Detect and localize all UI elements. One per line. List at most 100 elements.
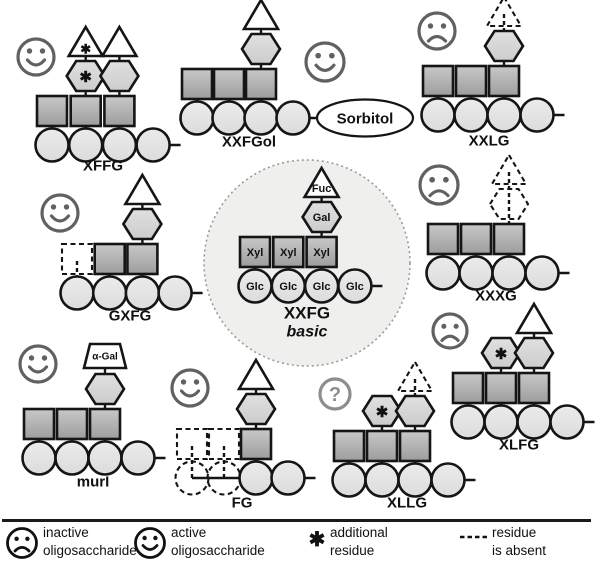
structure-muri: α-Gal murI: [18, 342, 166, 491]
text-label: Glc: [313, 281, 331, 293]
xylose-square: [365, 429, 399, 463]
glucose-circle: [179, 100, 215, 136]
galactose-hexagon: [301, 200, 343, 234]
happy-face-icon: [16, 37, 56, 77]
text-label: ?: [329, 384, 341, 406]
xylose-square: [88, 407, 122, 441]
text-label: Glc: [346, 281, 364, 293]
glucose-circle: [453, 97, 489, 133]
xylose-square: [451, 371, 485, 405]
text-label: Gal: [313, 212, 331, 224]
galactose-hexagon: [488, 187, 530, 221]
text-label: XXFGol: [222, 134, 276, 151]
legend-divider: [2, 519, 591, 522]
text-label: Glc: [279, 281, 297, 293]
xylose-square: [239, 427, 273, 461]
structure-xxxg: XXXG: [418, 152, 570, 305]
xylose-square: [238, 235, 272, 269]
glucose-circle: [120, 440, 156, 476]
xylose-square: [459, 222, 493, 256]
galactose-hexagon: [513, 336, 555, 370]
xylose-square: [454, 64, 488, 98]
text-label: Glc: [246, 281, 264, 293]
glucose-circle: [135, 127, 171, 163]
legend-item-additional: ✱ additional residue: [306, 524, 388, 562]
legend-text: residue: [330, 542, 375, 558]
sad-face-icon: [417, 11, 457, 51]
legend: inactive oligosaccharide active oligosac…: [0, 518, 605, 564]
glucose-circle: [157, 275, 193, 311]
text-label: Xyl: [247, 247, 264, 259]
xylose-square: [426, 222, 460, 256]
asterisk-icon: ✱: [309, 529, 326, 551]
structure-gxfg: GXFG: [40, 172, 203, 325]
legend-text: oligosaccharide: [43, 542, 137, 558]
sad-face-icon: [418, 164, 460, 206]
xylose-square: [69, 94, 102, 128]
text-label: XXLG: [469, 133, 510, 150]
fucose-triangle: [236, 357, 276, 391]
fucose-triangle: [100, 24, 139, 58]
xylose-square: [55, 407, 89, 441]
text-label: ✱: [495, 346, 508, 363]
legend-item-label: residue is absent: [492, 524, 546, 559]
galactose-hexagon: [84, 372, 126, 406]
fucose-triangle: [123, 172, 162, 206]
xylose-square: [271, 235, 305, 269]
galactose-hexagon: [483, 29, 525, 63]
xylose-square: [244, 67, 278, 101]
glucose-circle: [519, 97, 555, 133]
xylose-square: [492, 222, 526, 256]
question-mark-icon: ?: [318, 377, 352, 411]
fucose-triangle: [302, 165, 341, 199]
text-label: Xyl: [280, 247, 297, 259]
glucose-circle: [21, 440, 57, 476]
glucose-circle: [211, 100, 247, 136]
xylose-square: [126, 242, 159, 276]
glucose-circle: [364, 462, 400, 498]
glucose-circle: [87, 440, 123, 476]
xylose-square: [103, 94, 136, 128]
glucose-circle: [331, 462, 367, 498]
xylose-square: [93, 242, 126, 276]
alpha-gal-trapezoid: [82, 342, 128, 370]
glucose-circle: [243, 100, 279, 136]
xylose-square: [484, 371, 518, 405]
xylose-square: [398, 429, 432, 463]
legend-item-active: active oligosaccharide: [132, 524, 265, 562]
glucose-circle: [430, 462, 466, 498]
structure-fg: FG: [170, 357, 316, 512]
text-label: basic: [287, 324, 328, 341]
xylose-square: [35, 94, 69, 128]
glucose-circle: [486, 97, 522, 133]
text-label: murI: [77, 474, 110, 491]
xylose-square: [305, 235, 338, 269]
xylose-square: [212, 67, 246, 101]
glucose-circle: [238, 460, 274, 496]
legend-text: oligosaccharide: [171, 542, 265, 558]
dashed-line-icon: [460, 535, 488, 539]
text-label: α-Gal: [92, 352, 118, 363]
fucose-triangle: [66, 24, 105, 58]
xylose-square: [332, 429, 366, 463]
happy-face-icon: [40, 193, 80, 233]
glucose-circle: [270, 460, 306, 496]
glucose-circle: [337, 268, 373, 304]
legend-item-label: active oligosaccharide: [171, 524, 265, 559]
glucose-circle: [420, 97, 456, 133]
legend-text: inactive: [43, 525, 89, 540]
galactose-hexagon: [121, 207, 163, 241]
legend-item-inactive: inactive oligosaccharide: [4, 524, 137, 562]
happy-face-icon: [134, 527, 166, 559]
text-label: Fuc: [312, 183, 332, 195]
xylose-square: [487, 64, 521, 98]
galactose-hexagon: [394, 394, 436, 428]
glucose-circle: [450, 404, 486, 440]
xylose-square: [175, 427, 209, 461]
text-label: Xyl: [313, 247, 330, 259]
glucose-circle: [59, 275, 95, 311]
xylose-square: [180, 67, 214, 101]
happy-face-icon: [304, 41, 346, 83]
